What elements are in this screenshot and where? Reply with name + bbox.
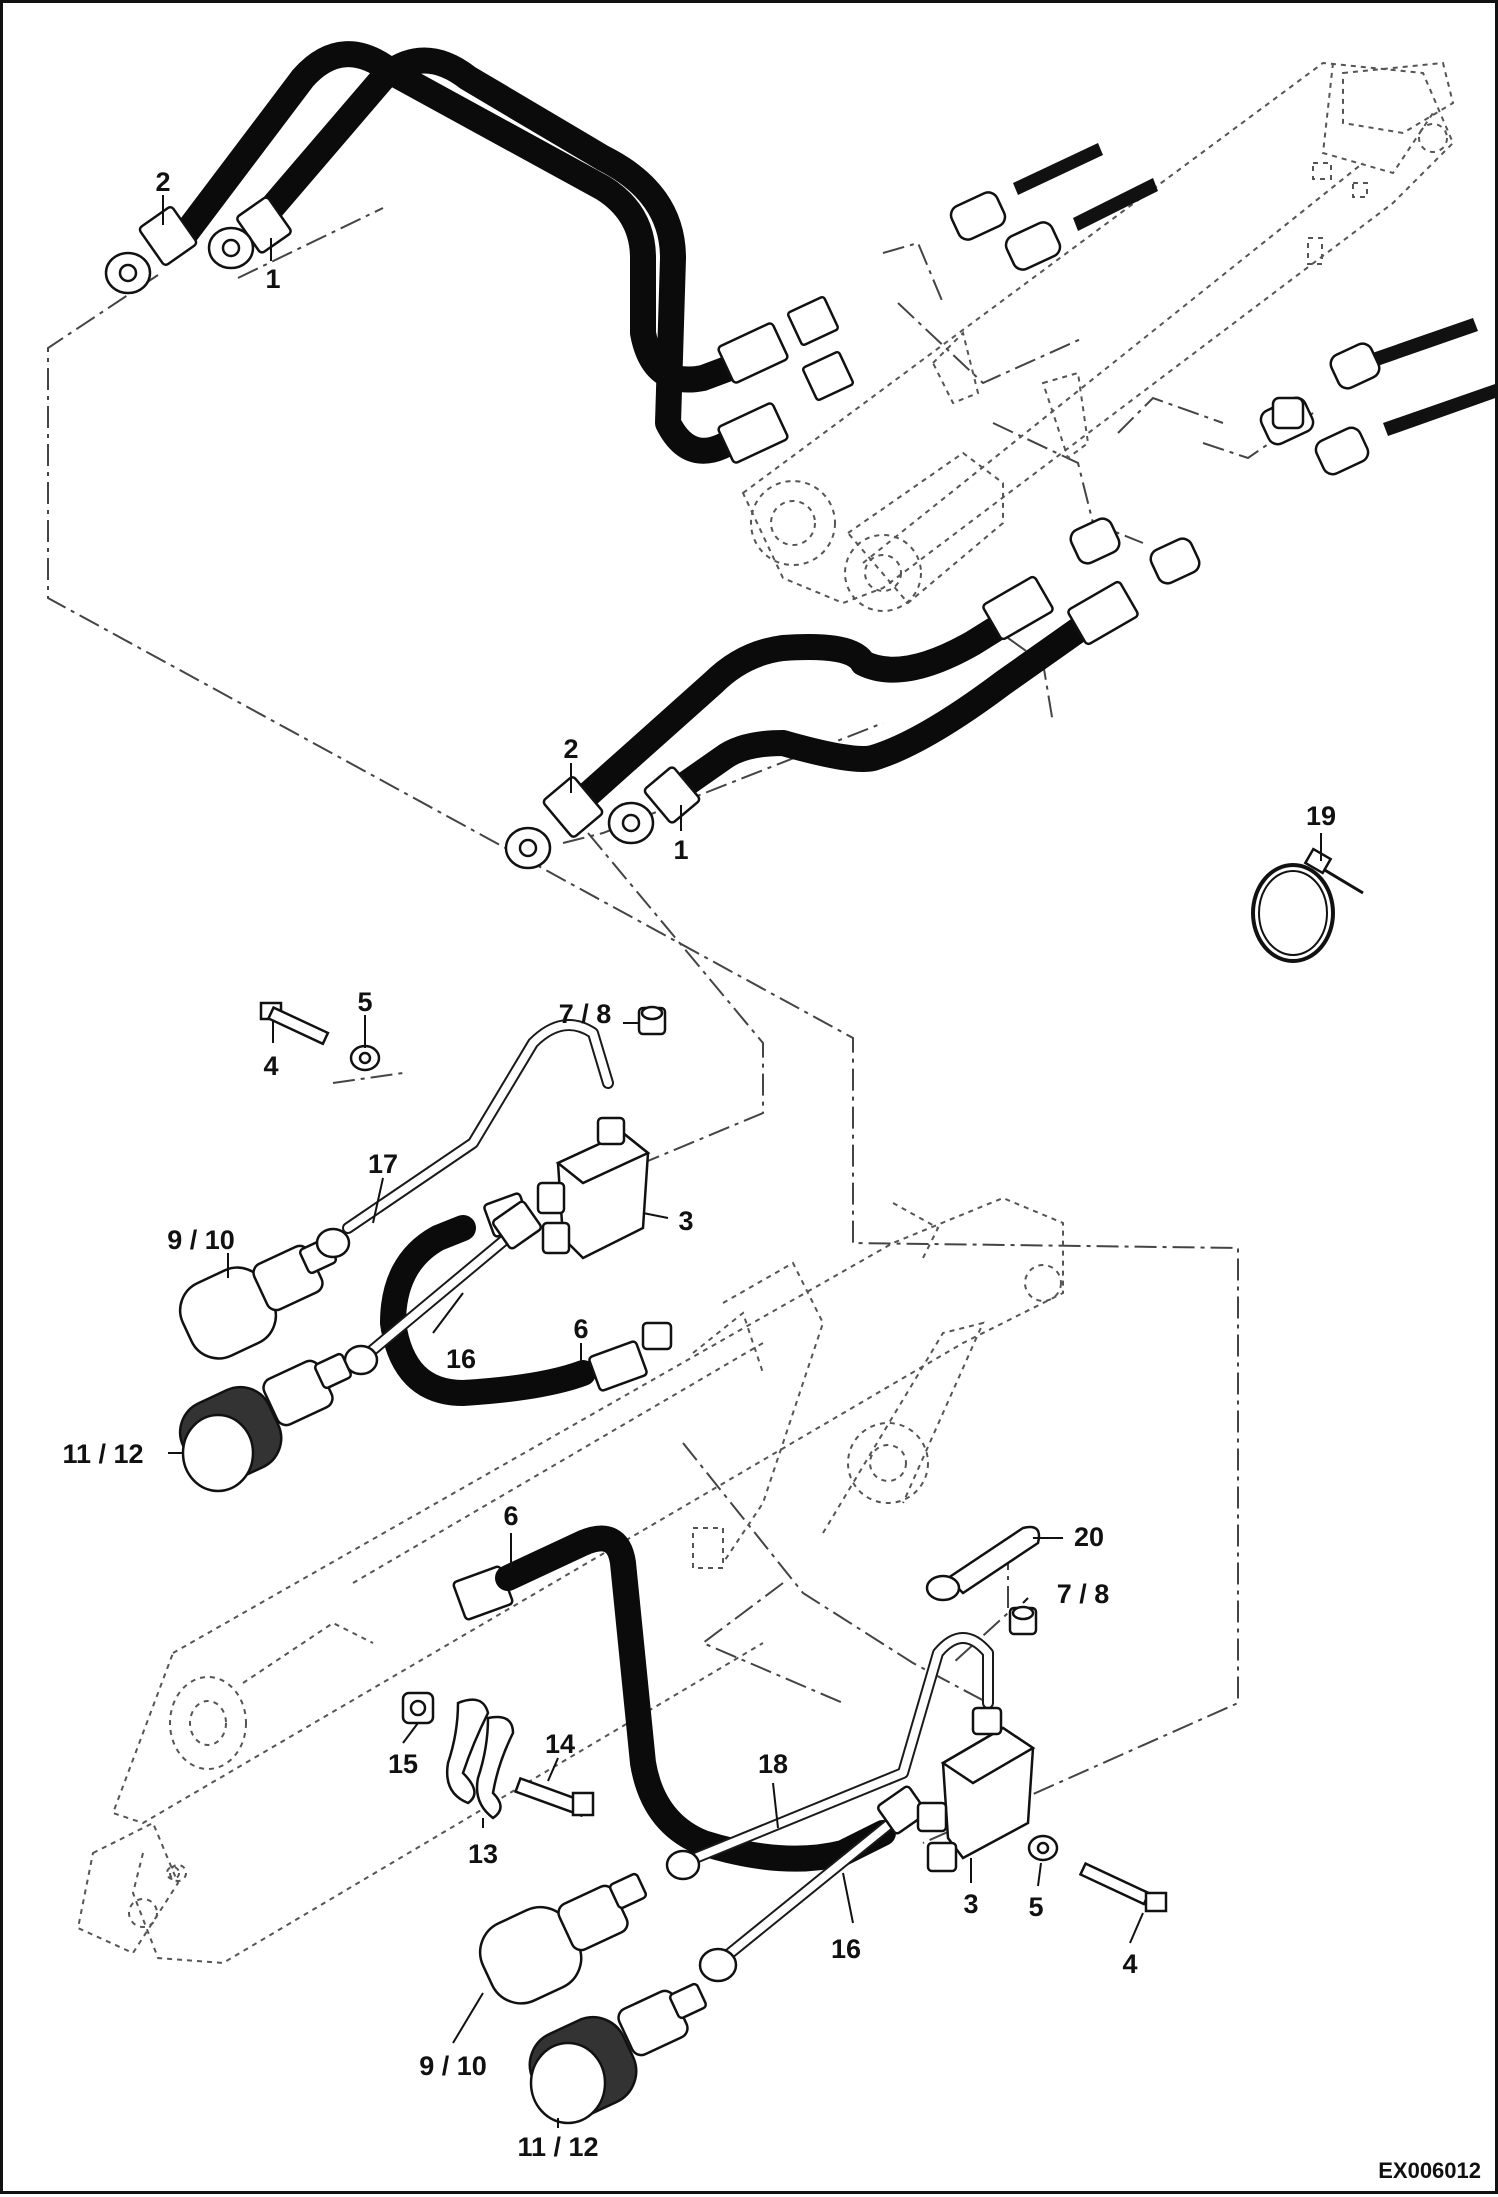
- steel-pipe-item-16-upper[interactable]: [343, 1200, 542, 1376]
- hose-item-6-upper[interactable]: [380, 1215, 596, 1406]
- nut-item-15: [401, 1691, 435, 1725]
- callout-3-lower: 3: [963, 1889, 978, 1919]
- callout-4-lower: 4: [1122, 1949, 1137, 1979]
- callout-19: 19: [1306, 801, 1336, 831]
- nut-item-78-lower: [1008, 1605, 1038, 1636]
- dipper-arm-outline: [76, 1196, 1064, 1965]
- callout-1-mid: 1: [673, 835, 688, 865]
- callout-13: 13: [468, 1839, 498, 1869]
- nut-item-78-upper: [637, 1005, 667, 1036]
- mid-fittings: [504, 517, 1201, 870]
- clamp-item-13: [445, 1698, 515, 1820]
- callout-9-10-upper: 9 / 10: [167, 1225, 235, 1255]
- callout-4-upper: 4: [263, 1051, 278, 1081]
- callout-16-lower: 16: [831, 1934, 861, 1964]
- washer-item-5-lower: [1027, 1834, 1059, 1862]
- callout-7-8-lower: 7 / 8: [1057, 1579, 1110, 1609]
- valve-block-item-3-lower[interactable]: [916, 1706, 1036, 1873]
- bolt-item-4-lower: [1078, 1861, 1168, 1913]
- callout-3-upper: 3: [678, 1206, 693, 1236]
- callout-6-upper: 6: [573, 1314, 588, 1344]
- hose-top-item-1[interactable]: [250, 47, 756, 464]
- quick-coupler-item-11-12-upper[interactable]: [170, 1352, 353, 1494]
- callout-18: 18: [758, 1749, 788, 1779]
- boom-arm-outline: [741, 61, 1455, 612]
- valve-block-item-3-upper[interactable]: [536, 1116, 651, 1260]
- exploded-hydraulic-diagram: 2 1 2 1 19 5 4 7 / 8 17 3 9 / 10 16 6 11…: [47, 41, 1498, 2183]
- callout-11-12-upper: 11 / 12: [62, 1439, 143, 1469]
- hose-mid-item-1[interactable]: [660, 610, 1101, 806]
- washer-item-5-upper: [349, 1044, 381, 1072]
- cable-tie-icon[interactable]: [1251, 847, 1364, 963]
- fitting-nut-top-2: [104, 206, 198, 295]
- callout-16-upper: 16: [446, 1344, 476, 1374]
- steel-pipe-item-16-lower[interactable]: [698, 1785, 927, 1983]
- bolt-item-14: [514, 1776, 595, 1818]
- callout-11-12-lower: 11 / 12: [517, 2132, 598, 2162]
- bolt-item-4-upper: [259, 1001, 330, 1046]
- callout-2-mid: 2: [563, 734, 578, 764]
- callout-15: 15: [388, 1749, 418, 1779]
- hose-item-18[interactable]: [495, 1525, 896, 1872]
- hose-mid-item-2[interactable]: [560, 605, 1026, 821]
- quick-coupler-item-11-12-lower[interactable]: [519, 1982, 708, 2130]
- lever-item-20[interactable]: [925, 1525, 1041, 1602]
- callout-7-8-upper: 7 / 8: [559, 999, 612, 1029]
- document-code: EX006012: [1378, 2158, 1481, 2183]
- callout-6-lower: 6: [503, 1501, 518, 1531]
- callout-20: 20: [1074, 1522, 1104, 1552]
- fitting-nut-top-1: [207, 196, 292, 270]
- callout-1-top: 1: [265, 264, 280, 294]
- steel-pipe-item-lower-upright[interactable]: [665, 1632, 994, 1881]
- callout-5-lower: 5: [1028, 1892, 1043, 1922]
- steel-pipe-item-17[interactable]: [342, 1019, 614, 1234]
- quick-coupler-item-9-10-lower[interactable]: [470, 1872, 648, 2014]
- callout-2-top: 2: [155, 167, 170, 197]
- callout-17: 17: [368, 1149, 398, 1179]
- callout-5-upper: 5: [357, 987, 372, 1017]
- callout-14: 14: [545, 1729, 575, 1759]
- callout-labels: 2 1 2 1 19 5 4 7 / 8 17 3 9 / 10 16 6 11…: [62, 167, 1336, 2162]
- cylinder-connectors-top: [949, 143, 1498, 476]
- quick-coupler-item-9-10-upper[interactable]: [170, 1227, 351, 1368]
- hose-end-fittings-top: [717, 295, 854, 464]
- callout-leader-lines: [162, 195, 1322, 2128]
- callout-9-10-lower: 9 / 10: [419, 2051, 487, 2081]
